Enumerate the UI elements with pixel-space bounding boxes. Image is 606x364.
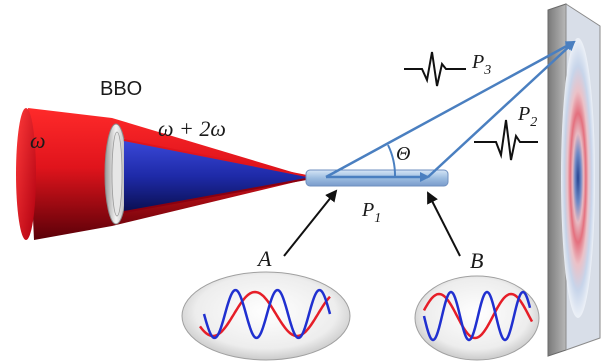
waveform-ellipse-b [414, 275, 540, 361]
omega-2omega-label: ω + 2ω [158, 116, 226, 141]
p3-label: P3 [471, 51, 491, 78]
wave-b-blue [422, 290, 532, 342]
wave-a-blue [202, 288, 332, 340]
propagation-arrows [325, 40, 576, 182]
point-b-label: B [470, 248, 483, 273]
p1-main: P [361, 199, 374, 221]
waveform-ellipse-a [181, 271, 351, 361]
p1-sub: 1 [374, 211, 381, 226]
angle-arc [387, 144, 397, 178]
bbo-label: BBO [100, 78, 142, 100]
p3-main: P [471, 51, 484, 73]
p3-arrow [325, 40, 576, 179]
pulse-waveform-p2 [474, 119, 538, 161]
p2-main: P [517, 103, 530, 125]
p1-label: P1 [361, 199, 381, 226]
p3-sub: 3 [483, 63, 491, 78]
point-b-arrow [427, 191, 461, 257]
pulse-waveform-p3 [404, 51, 466, 87]
theta-label: Θ [396, 143, 410, 165]
point-a-arrow [283, 189, 338, 257]
blue-beam-cone [123, 139, 313, 213]
p2-label: P2 [517, 103, 537, 130]
wave-a-red [199, 290, 331, 338]
wave-b-red [422, 292, 534, 340]
p2-sub: 2 [530, 115, 537, 130]
p2-arrow [427, 40, 576, 178]
omega-label: ω [30, 128, 46, 153]
bbo-crystal-ring [104, 123, 128, 225]
point-a-label: A [256, 246, 272, 271]
detector-screen [547, 3, 601, 357]
